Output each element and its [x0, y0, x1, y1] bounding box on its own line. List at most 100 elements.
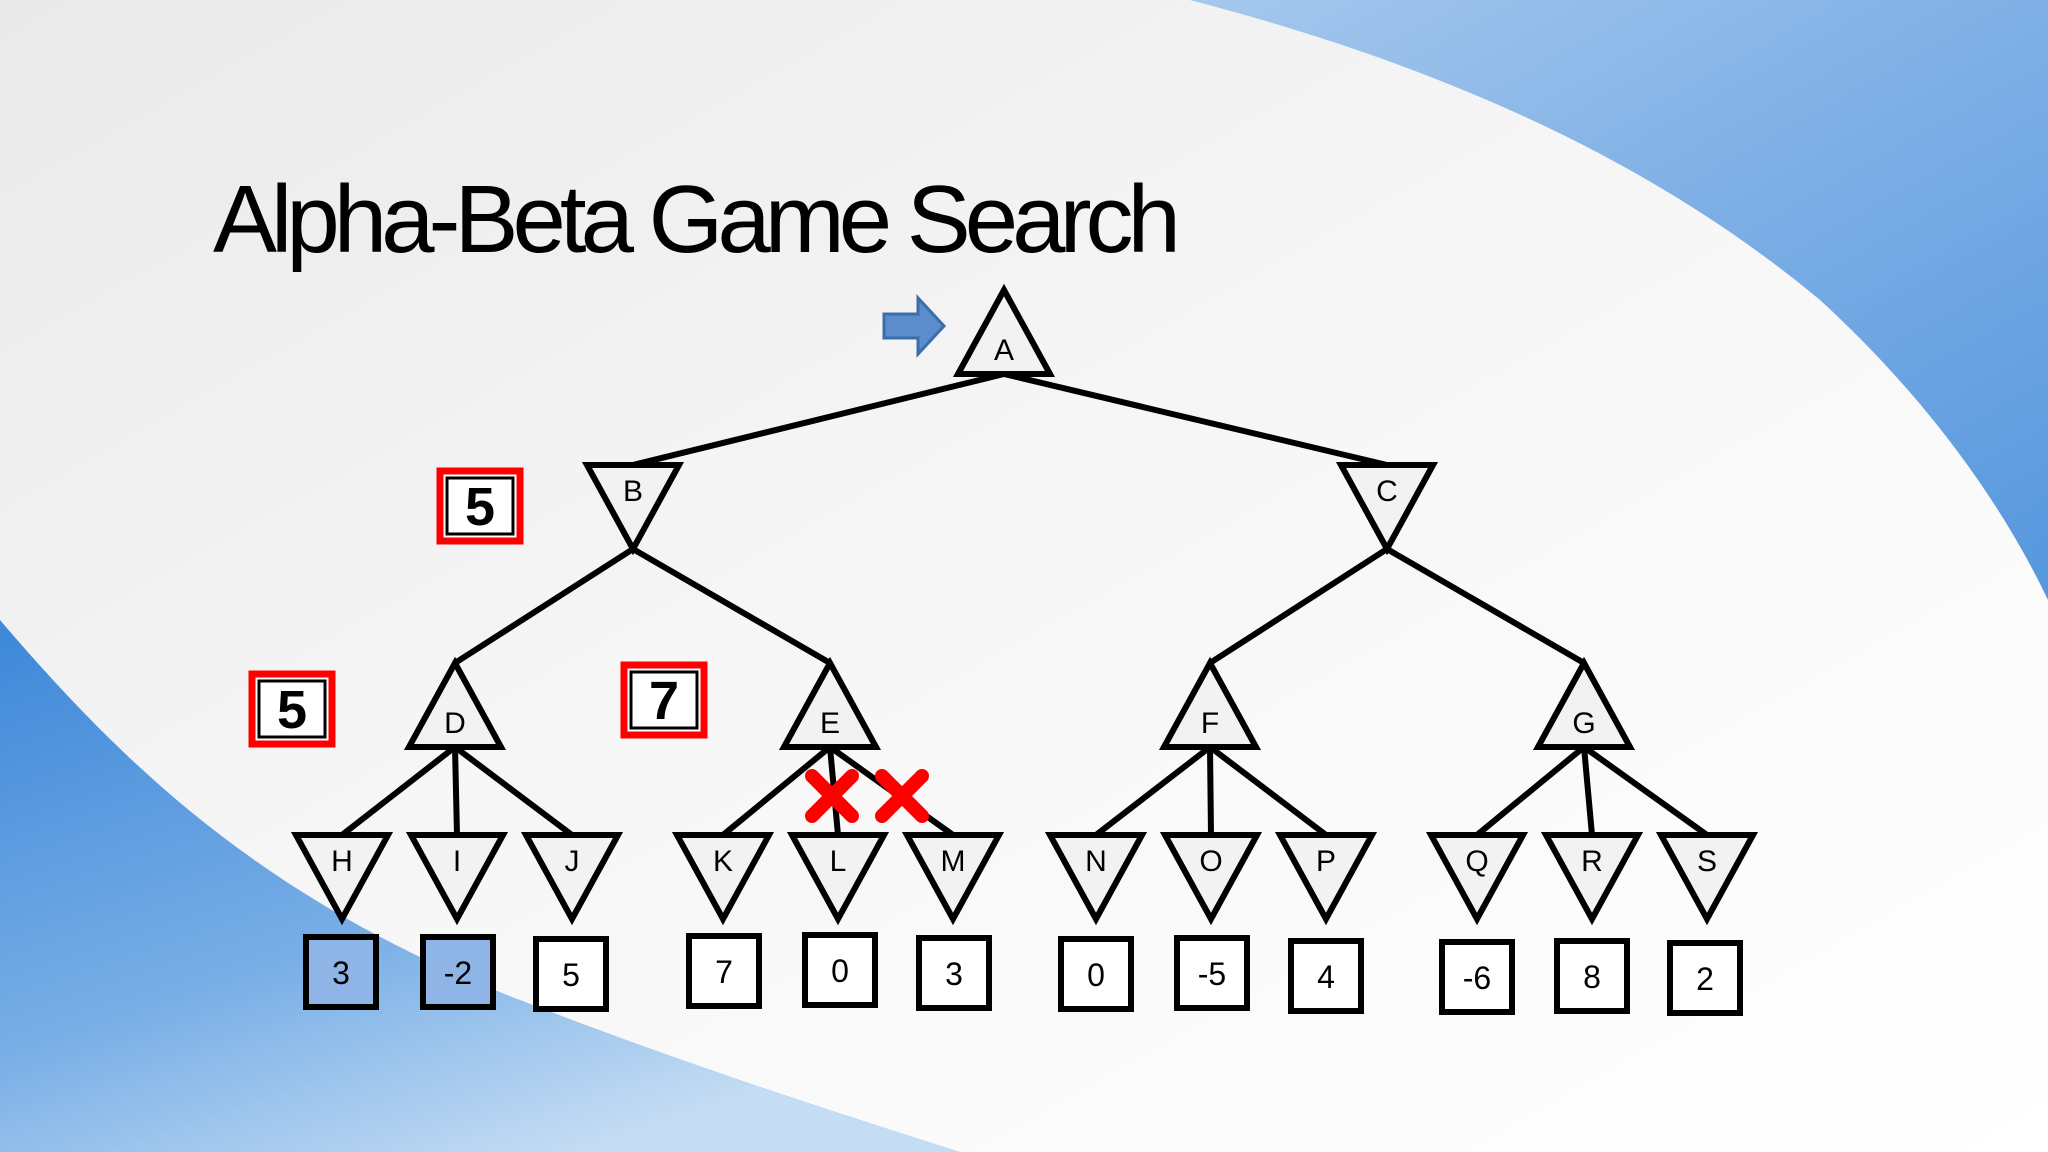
node-label: A — [994, 334, 1014, 367]
edge-E-K — [720, 744, 833, 838]
node-triangle — [671, 832, 775, 926]
leaf-box — [916, 935, 992, 1011]
value-box-inner — [445, 476, 515, 536]
leaf-box — [420, 934, 496, 1010]
leaf-value-box: 4 — [1288, 938, 1364, 1014]
node-label: S — [1697, 845, 1717, 878]
leaf-box — [1439, 939, 1515, 1015]
node-g: G — [1532, 656, 1636, 750]
leaf-value-box: 7 — [686, 933, 762, 1009]
leaf-box — [533, 936, 609, 1012]
leaf-value-box: 3 — [303, 934, 379, 1010]
leaf-box — [1288, 938, 1364, 1014]
node-triangle — [520, 832, 624, 926]
leaf-value: 3 — [945, 956, 963, 992]
leaf-value-box: 0 — [1058, 936, 1134, 1012]
node-label: O — [1199, 845, 1222, 878]
leaf-box — [303, 934, 379, 1010]
node-m: M — [901, 832, 1005, 926]
edge-G-S — [1581, 744, 1710, 838]
node-label: P — [1316, 845, 1336, 878]
node-triangle — [405, 832, 509, 926]
leaf-value: -2 — [444, 955, 472, 991]
node-label: J — [565, 845, 580, 878]
node-l: L — [786, 832, 890, 926]
leaf-box — [1667, 940, 1743, 1016]
node-triangle — [1158, 656, 1262, 750]
value-box-inner — [629, 670, 699, 730]
edge-F-O — [1207, 744, 1214, 838]
node-q: Q — [1425, 832, 1529, 926]
edge-D-J — [452, 744, 575, 838]
prune-mark-icon — [805, 769, 859, 823]
node-label: L — [830, 845, 847, 878]
leaf-value-box: -6 — [1439, 939, 1515, 1015]
leaf-value-box: 2 — [1667, 940, 1743, 1016]
node-label: E — [820, 707, 840, 740]
node-triangle — [1044, 832, 1148, 926]
leaf-value-box: 3 — [916, 935, 992, 1011]
node-k: K — [671, 832, 775, 926]
node-o: O — [1159, 832, 1263, 926]
node-triangle — [1425, 832, 1529, 926]
footer-watermark: fppt.com — [1936, 1117, 2040, 1147]
value-box-inner — [257, 679, 327, 739]
backed-up-value: 5 — [277, 680, 307, 740]
node-triangle — [1655, 832, 1759, 926]
node-b: B — [581, 462, 685, 556]
leaf-value-box: 0 — [802, 932, 878, 1008]
prune-mark-icon — [875, 769, 929, 823]
node-triangle — [1335, 462, 1439, 556]
node-triangle — [581, 462, 685, 556]
leaf-value-box: 8 — [1554, 938, 1630, 1014]
node-label: M — [941, 845, 966, 878]
node-label: Q — [1465, 845, 1488, 878]
leaf-value: 3 — [332, 955, 350, 991]
node-label: C — [1376, 475, 1398, 508]
node-label: G — [1572, 707, 1595, 740]
node-s: S — [1655, 832, 1759, 926]
edge-F-P — [1207, 744, 1329, 838]
leaf-box — [1058, 936, 1134, 1012]
edge-A-C — [1001, 371, 1390, 468]
leaf-box — [1554, 938, 1630, 1014]
slide-title: Alpha-Beta Game Search — [213, 166, 1181, 273]
node-triangle — [1540, 832, 1644, 926]
node-triangle — [778, 656, 882, 750]
node-triangle — [1274, 832, 1378, 926]
node-triangle — [1159, 832, 1263, 926]
edge-G-R — [1581, 744, 1595, 838]
node-label: R — [1581, 845, 1603, 878]
node-e: E — [778, 656, 882, 750]
node-r: R — [1540, 832, 1644, 926]
backed-up-value: 5 — [465, 477, 495, 537]
edge-F-N — [1093, 744, 1213, 838]
leaf-value-box: 5 — [533, 936, 609, 1012]
leaf-value: -5 — [1198, 956, 1226, 992]
annotations: 5 5 7 — [248, 294, 947, 823]
edge-D-H — [339, 744, 458, 838]
value-box — [248, 670, 336, 748]
node-triangle — [901, 832, 1005, 926]
node-triangle — [403, 656, 507, 750]
node-label: F — [1201, 707, 1219, 740]
node-triangle — [952, 283, 1056, 377]
edge-A-B — [630, 371, 1007, 468]
value-box — [620, 661, 708, 739]
backed-up-value: 7 — [649, 671, 679, 731]
leaf-value-box: -2 — [420, 934, 496, 1010]
value-box — [436, 467, 524, 545]
leaf-value: 2 — [1696, 961, 1714, 997]
node-label: D — [444, 707, 466, 740]
backed-up-value-e: 7 — [620, 661, 708, 739]
node-p: P — [1274, 832, 1378, 926]
node-label: K — [713, 845, 733, 878]
edge-G-Q — [1474, 744, 1587, 838]
leaf-value: 4 — [1317, 959, 1335, 995]
node-c: C — [1335, 462, 1439, 556]
node-h: H — [290, 832, 394, 926]
leaf-value: 8 — [1583, 959, 1601, 995]
